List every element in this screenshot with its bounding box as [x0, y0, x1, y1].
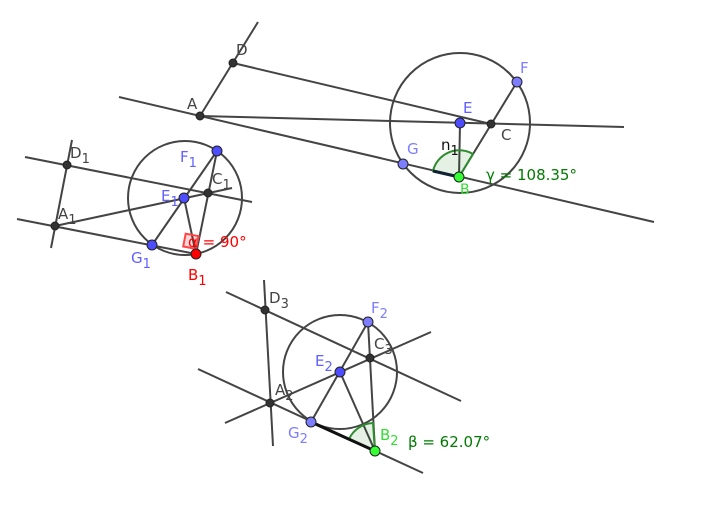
- point-d[interactable]: [228, 58, 238, 68]
- point-f2[interactable]: [362, 316, 374, 328]
- point-f[interactable]: [511, 76, 523, 88]
- label-g: G: [407, 140, 419, 158]
- label-c3: C3: [374, 335, 393, 358]
- figure-2: D1 A1 C1 E1 F1 G1 B1 α = 90°: [16, 139, 253, 289]
- point-e[interactable]: [454, 117, 466, 129]
- segment-dc[interactable]: [232, 62, 492, 125]
- angle-beta-label: β = 62.07°: [408, 433, 490, 451]
- point-b[interactable]: [453, 171, 465, 183]
- segment-e1b1[interactable]: [183, 197, 197, 255]
- label-a2: A2: [275, 381, 294, 404]
- point-a[interactable]: [195, 111, 205, 121]
- label-g2: G2: [288, 424, 308, 447]
- point-c3[interactable]: [365, 353, 375, 363]
- point-e1[interactable]: [178, 192, 190, 204]
- line-a2c3[interactable]: [224, 331, 432, 424]
- circle-2[interactable]: [127, 140, 243, 256]
- segment-e2b2[interactable]: [339, 371, 376, 452]
- line-da[interactable]: [199, 21, 259, 117]
- segment-g2b2[interactable]: [310, 420, 376, 453]
- line-ac[interactable]: [199, 115, 625, 128]
- segment-f1b1[interactable]: [195, 150, 218, 255]
- angle-gamma-arc: [431, 149, 475, 179]
- label-a1: A1: [58, 205, 77, 228]
- point-c[interactable]: [486, 119, 496, 129]
- angle-alpha-label: α = 90°: [188, 233, 247, 251]
- point-d1[interactable]: [62, 160, 72, 170]
- circle-1[interactable]: [389, 52, 531, 194]
- label-d1: D1: [70, 144, 90, 167]
- point-b1[interactable]: [190, 248, 202, 260]
- point-g2[interactable]: [305, 416, 317, 428]
- figure-3: D3 A2 C3 E2 F2 G2 B2 β = 62.07°: [197, 279, 490, 474]
- label-g1: G1: [131, 249, 151, 272]
- label-f2: F2: [371, 299, 388, 322]
- label-d: D: [236, 41, 248, 59]
- label-c1: C1: [212, 170, 231, 193]
- label-a: A: [187, 95, 198, 113]
- point-b2[interactable]: [369, 445, 381, 457]
- point-f1[interactable]: [211, 145, 223, 157]
- label-e2: E2: [315, 352, 333, 375]
- line-a1c1[interactable]: [54, 187, 233, 227]
- line-ab[interactable]: [118, 96, 655, 223]
- angle-gamma-label: γ = 108.35°: [486, 166, 577, 184]
- point-a2[interactable]: [265, 398, 275, 408]
- label-b: B: [460, 182, 470, 198]
- line-d1a1[interactable]: [50, 139, 73, 249]
- point-g1[interactable]: [146, 239, 158, 251]
- label-e1: E1: [161, 187, 179, 210]
- label-e: E: [463, 99, 472, 117]
- label-b1: B1: [188, 266, 207, 289]
- right-angle-marker: [182, 232, 200, 251]
- label-c: C: [501, 126, 511, 144]
- label-d3: D3: [269, 289, 289, 312]
- label-n1: n1: [441, 136, 459, 159]
- label-f1: F1: [180, 148, 197, 171]
- label-f: F: [520, 59, 529, 77]
- figure-1: D A E F C G B n1 γ = 108.35°: [118, 21, 655, 223]
- point-e2[interactable]: [334, 366, 346, 378]
- label-b2: B2: [380, 426, 399, 449]
- point-c1[interactable]: [203, 188, 213, 198]
- point-d3[interactable]: [260, 305, 270, 315]
- point-a1[interactable]: [50, 221, 60, 231]
- point-g[interactable]: [397, 158, 409, 170]
- line-a1b1[interactable]: [16, 218, 197, 255]
